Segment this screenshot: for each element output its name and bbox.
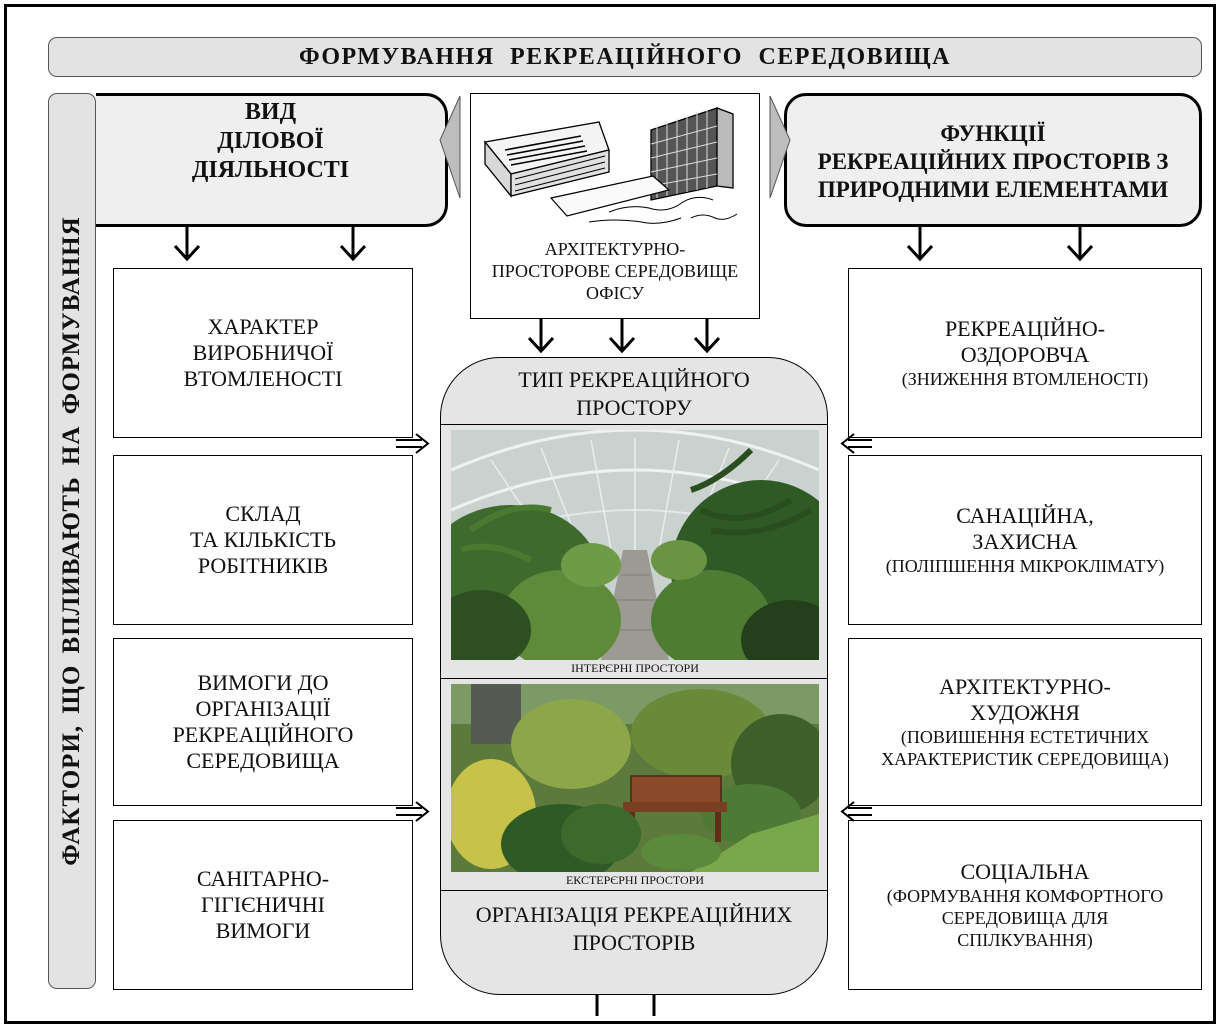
function-sub-line: СПІЛКУВАННЯ) xyxy=(957,930,1093,950)
factor-line: РЕКРЕАЦІЙНОГО xyxy=(172,722,354,747)
function-sub-line: (ПОЛІПШЕННЯ МІКРОКЛІМАТУ) xyxy=(885,556,1165,576)
factor-line: ВИМОГИ ДО xyxy=(197,670,329,695)
factor-line: САНІТАРНО- xyxy=(196,866,330,891)
header-line: ВИД xyxy=(244,98,297,125)
function-sub-line: (ФОРМУВАННЯ КОМФОРТНОГО xyxy=(886,886,1164,906)
function-title-line: ЗАХИСНА xyxy=(972,529,1078,554)
factor-line: ВИРОБНИЧОЇ xyxy=(192,340,334,365)
exterior-caption: ЕКСТЕРЄРНІ ПРОСТОРИ xyxy=(565,873,705,887)
function-title-line: ХУДОЖНЯ xyxy=(970,700,1080,725)
factor-box: ВИМОГИ ДО ОРГАНІЗАЦІЇ РЕКРЕАЦІЙНОГО СЕРЕ… xyxy=(113,638,413,806)
function-box: СОЦІАЛЬНА (ФОРМУВАННЯ КОМФОРТНОГО СЕРЕДО… xyxy=(848,820,1202,990)
organization-label: ОРГАНІЗАЦІЯ РЕКРЕАЦІЙНИХ ПРОСТОРІВ xyxy=(441,901,827,957)
factor-line: ХАРАКТЕР xyxy=(207,314,319,339)
factor-line: ТА КІЛЬКІСТЬ xyxy=(189,527,337,552)
greenhouse-interior-photo xyxy=(451,430,819,660)
office-label-line: ОФІСУ xyxy=(586,283,644,303)
main-title-banner: ФОРМУВАННЯ РЕКРЕАЦІЙНОГО СЕРЕДОВИЩА xyxy=(48,37,1202,77)
factor-line: РОБІТНИКІВ xyxy=(197,553,329,578)
factor-line: ОРГАНІЗАЦІЇ xyxy=(195,696,331,721)
factor-line: СЕРЕДОВИЩА xyxy=(186,748,340,773)
office-building-sketch xyxy=(483,107,738,224)
capsule-divider xyxy=(441,678,827,679)
header-line: ПРИРОДНИМИ ЕЛЕМЕНТАМИ xyxy=(817,177,1169,202)
functions-header: ФУНКЦІЇ РЕКРЕАЦІЙНИХ ПРОСТОРІВ З ПРИРОДН… xyxy=(784,93,1202,227)
header-line: ДІЛОВОЇ xyxy=(217,127,324,154)
factors-side-panel: ФАКТОРИ, ЩО ВПЛИВАЮТЬ НА ФОРМУВАННЯ xyxy=(48,93,96,989)
factor-line: СКЛАД xyxy=(225,501,301,526)
function-title-line: СОЦІАЛЬНА xyxy=(960,859,1090,884)
factor-box: САНІТАРНО- ГІГІЄНИЧНІ ВИМОГИ xyxy=(113,820,413,990)
office-environment-label: АРХІТЕКТУРНО- ПРОСТОРОВЕ СЕРЕДОВИЩЕ ОФІС… xyxy=(471,238,759,304)
function-box: САНАЦІЙНА, ЗАХИСНА (ПОЛІПШЕННЯ МІКРОКЛІМ… xyxy=(848,455,1202,625)
office-label-line: АРХІТЕКТУРНО- xyxy=(544,239,686,259)
factor-line: ГІГІЄНИЧНІ xyxy=(201,892,325,917)
header-line: ДІЯЛЬНОСТІ xyxy=(191,156,350,183)
function-box: АРХІТЕКТУРНО- ХУДОЖНЯ (ПОВИШЕННЯ ЕСТЕТИЧ… xyxy=(848,638,1202,806)
capsule-divider xyxy=(441,890,827,891)
capsule-title-line: ПРОСТОРУ xyxy=(576,395,692,420)
office-label-line: ПРОСТОРОВЕ СЕРЕДОВИЩЕ xyxy=(491,261,739,281)
function-sub-line: (ПОВИШЕННЯ ЕСТЕТИЧНИХ xyxy=(900,727,1150,747)
capsule-bottom-line: ОРГАНІЗАЦІЯ РЕКРЕАЦІЙНИХ xyxy=(475,902,793,927)
function-box: РЕКРЕАЦІЙНО- ОЗДОРОВЧА (ЗНИЖЕННЯ ВТОМЛЕН… xyxy=(848,268,1202,438)
function-title-line: САНАЦІЙНА, xyxy=(956,503,1094,528)
exterior-space-section: ЕКСТЕРЄРНІ ПРОСТОРИ xyxy=(451,684,819,890)
function-sub-line: (ЗНИЖЕННЯ ВТОМЛЕНОСТІ) xyxy=(901,369,1149,389)
functions-title: ФУНКЦІЇ РЕКРЕАЦІЙНИХ ПРОСТОРІВ З ПРИРОДН… xyxy=(818,120,1169,204)
factor-line: ВТОМЛЕНОСТІ xyxy=(183,366,343,391)
space-type-title: ТИП РЕКРЕАЦІЙНОГО ПРОСТОРУ xyxy=(441,366,827,422)
office-environment-box: АРХІТЕКТУРНО- ПРОСТОРОВЕ СЕРЕДОВИЩЕ ОФІС… xyxy=(470,93,760,319)
function-title-line: РЕКРЕАЦІЙНО- xyxy=(944,316,1106,341)
recreational-space-capsule: ТИП РЕКРЕАЦІЙНОГО ПРОСТОРУ xyxy=(440,357,828,995)
header-line: РЕКРЕАЦІЙНИХ ПРОСТОРІВ З xyxy=(817,149,1169,174)
capsule-title-line: ТИП РЕКРЕАЦІЙНОГО xyxy=(518,367,750,392)
factor-box: ХАРАКТЕР ВИРОБНИЧОЇ ВТОМЛЕНОСТІ xyxy=(113,268,413,438)
factor-line: ВИМОГИ xyxy=(215,918,311,943)
main-title: ФОРМУВАННЯ РЕКРЕАЦІЙНОГО СЕРЕДОВИЩА xyxy=(298,43,951,70)
business-activity-title: ВИД ДІЛОВОЇ ДІЯЛЬНОСТІ xyxy=(192,98,349,185)
interior-caption: ІНТЕРЄРНІ ПРОСТОРИ xyxy=(571,661,699,675)
factor-box: СКЛАД ТА КІЛЬКІСТЬ РОБІТНИКІВ xyxy=(113,455,413,625)
interior-space-section: ІНТЕРЄРНІ ПРОСТОРИ xyxy=(451,430,819,678)
function-sub-line: СЕРЕДОВИЩА ДЛЯ xyxy=(941,908,1109,928)
function-sub-line: ХАРАКТЕРИСТИК СЕРЕДОВИЩА) xyxy=(881,749,1169,769)
function-title-line: АРХІТЕКТУРНО- xyxy=(939,674,1111,699)
function-title-line: ОЗДОРОВЧА xyxy=(960,342,1090,367)
capsule-divider xyxy=(441,424,827,425)
factors-side-label: ФАКТОРИ, ЩО ВПЛИВАЮТЬ НА ФОРМУВАННЯ xyxy=(58,216,85,866)
capsule-bottom-line: ПРОСТОРІВ xyxy=(572,930,696,955)
garden-bench-photo xyxy=(451,684,819,872)
header-line: ФУНКЦІЇ xyxy=(940,121,1046,146)
business-activity-header: ВИД ДІЛОВОЇ ДІЯЛЬНОСТІ xyxy=(96,93,448,227)
